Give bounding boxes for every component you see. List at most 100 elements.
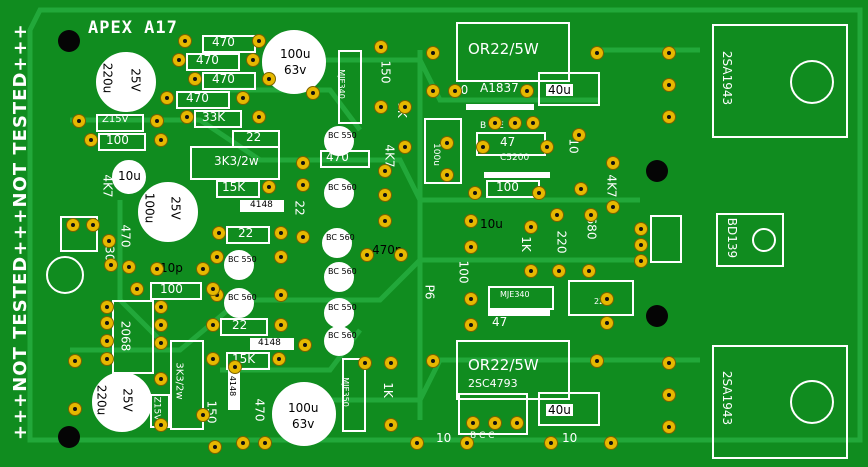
- v25top-label: 25V: [128, 68, 143, 92]
- solder-pad: [206, 352, 220, 366]
- solder-pad: [464, 240, 478, 254]
- v63top-label: 63v: [284, 63, 307, 77]
- r22c-label: 22: [238, 226, 254, 240]
- or22-bot-label: OR22/5W: [468, 356, 539, 374]
- bc560c-label: BC 560: [328, 267, 357, 276]
- bc550a-body: [324, 126, 354, 156]
- side-label: +++NOT TESTED+++NOT TESTED+++: [10, 23, 31, 440]
- solder-pad: [488, 416, 502, 430]
- c10ua-label: 10u: [118, 169, 141, 183]
- solder-pad: [574, 182, 588, 196]
- solder-pad: [590, 46, 604, 60]
- solder-pad: [196, 262, 210, 276]
- board-title: APEX A17: [88, 18, 178, 38]
- c220utop-label: 220u: [100, 62, 115, 94]
- solder-pad: [306, 86, 320, 100]
- solder-pad: [262, 72, 276, 86]
- bc550b-body: [224, 250, 254, 280]
- r3k3b-label: 3K3/2w: [173, 362, 185, 400]
- r100b-box: [150, 282, 202, 300]
- solder-pad: [544, 436, 558, 450]
- solder-pad: [634, 222, 648, 236]
- solder-pad: [448, 84, 462, 98]
- solder-pad: [100, 352, 114, 366]
- mje340b-bar: [488, 310, 550, 316]
- input-connector: [60, 216, 98, 252]
- or22-top-body: [456, 22, 570, 82]
- c100u25-label: 100u: [142, 192, 157, 224]
- solder-pad: [206, 282, 220, 296]
- solder-pad: [196, 408, 210, 422]
- or22-bot-body: [456, 340, 570, 400]
- v63bot-label: 63v: [292, 417, 315, 431]
- solder-pad: [374, 40, 388, 54]
- bc550b-label: BC 550: [228, 255, 257, 264]
- r40a-label: 40u: [546, 83, 573, 97]
- r100d-label: 100: [456, 260, 471, 284]
- mount-hole: [58, 30, 80, 52]
- bcc-label: B C C: [470, 431, 495, 441]
- solder-pad: [258, 436, 272, 450]
- solder-pad: [172, 53, 186, 67]
- solder-pad: [358, 356, 372, 370]
- d4148b-body: [250, 338, 294, 350]
- solder-pad: [68, 402, 82, 416]
- r22a-label: 22: [246, 130, 262, 144]
- r470-2-box: [186, 53, 240, 71]
- solder-pad: [508, 116, 522, 130]
- solder-pad: [398, 140, 412, 154]
- solder-pad: [274, 318, 288, 332]
- c220u-top: [96, 52, 156, 112]
- r100b-label: 100: [160, 282, 183, 296]
- solder-pad: [552, 264, 566, 278]
- solder-pad: [662, 78, 676, 92]
- c5200-bar: [484, 172, 550, 178]
- solder-pad: [236, 436, 250, 450]
- mje340b-label: MJE340: [500, 290, 530, 299]
- solder-pad: [272, 352, 286, 366]
- bc560a-body: [324, 178, 354, 208]
- solder-pad: [274, 250, 288, 264]
- bd139-body: [716, 213, 784, 267]
- z15v-label: Z15V: [102, 114, 129, 125]
- r40a-box: [538, 72, 600, 106]
- solder-pad: [274, 226, 288, 240]
- r40b-box: [538, 392, 600, 426]
- d4148c-body: [228, 366, 240, 410]
- solder-pad: [394, 248, 408, 262]
- bc560d-body: [224, 288, 254, 318]
- solder-pad: [662, 46, 676, 60]
- solder-pad: [378, 164, 392, 178]
- z15v-box: [96, 114, 144, 132]
- solder-pad: [154, 133, 168, 147]
- solder-pad: [206, 318, 220, 332]
- r3k3b-box: [170, 340, 204, 430]
- q2sa-top-label: 2SA1943: [720, 50, 735, 106]
- or22-top-label: OR22/5W: [468, 40, 539, 58]
- solder-pad: [464, 214, 478, 228]
- mje340-box: [338, 50, 362, 124]
- solder-pad: [210, 250, 224, 264]
- solder-pad: [208, 440, 222, 454]
- solder-pad: [180, 110, 194, 124]
- solder-pad: [634, 254, 648, 268]
- solder-pad: [464, 318, 478, 332]
- solder-pad: [274, 288, 288, 302]
- a1837-label: A1837: [480, 81, 519, 95]
- solder-pad: [378, 188, 392, 202]
- solder-pad: [590, 354, 604, 368]
- c220ubot-label: 220u: [94, 384, 109, 416]
- solder-pad: [296, 230, 310, 244]
- bc560d-label: BC 560: [228, 293, 257, 302]
- r150a-label: 150: [378, 60, 393, 84]
- c100u63bot-label: 100u: [288, 401, 319, 415]
- r2068-label: 2068: [118, 320, 133, 352]
- r470d-label: 470: [252, 398, 267, 422]
- solder-pad: [150, 114, 164, 128]
- bc560e-body: [324, 326, 354, 356]
- mje350-box: [342, 358, 366, 432]
- r15kb-box: [226, 352, 270, 370]
- solder-pad: [298, 338, 312, 352]
- c100u-63-top: [262, 30, 326, 94]
- solder-pad: [572, 128, 586, 142]
